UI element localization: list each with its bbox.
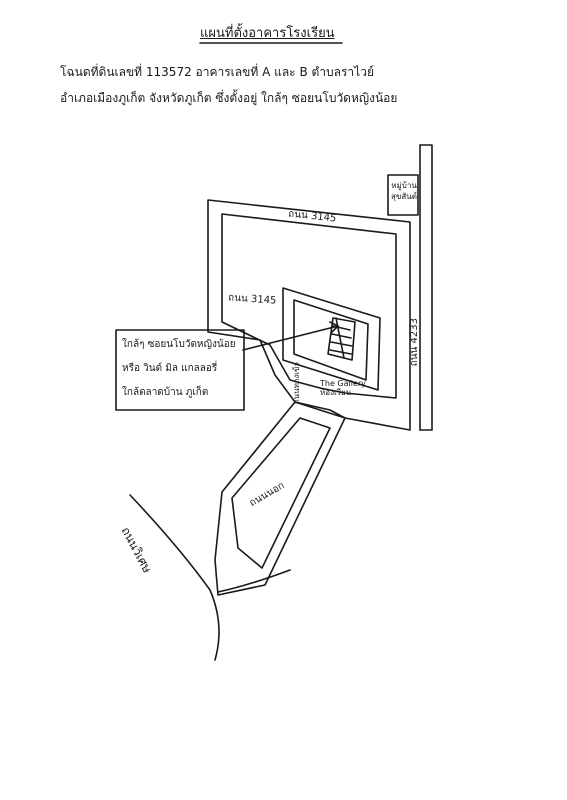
village-box <box>387 174 419 216</box>
main-road-left <box>129 494 220 661</box>
address-line-2: อำเภอเมืองภูเก็ต จังหวัดภูเก็ต ซึ่งตั้งอ… <box>60 91 398 105</box>
callout-line-1: ใกล้ๆ ซอยนโบวัดหญิงน้อย <box>122 339 236 350</box>
callout-line-3: ใกล้ตลาดบ้าน ภูเก็ต <box>122 387 209 398</box>
address-line-1: โฉนดที่ดินเลขที่ 113572 อาคารเลขที่ A แล… <box>60 65 374 79</box>
site-boundary-inner <box>221 213 397 399</box>
site-boundary-outer <box>207 199 411 431</box>
village-label: หมู่บ้าน สุขสันต์ <box>391 181 417 202</box>
right-road <box>419 144 433 431</box>
road-label-right: ถนน 4233 <box>409 318 420 367</box>
callout-box <box>115 329 245 411</box>
callout-arrowhead <box>329 321 339 333</box>
access-road-outer <box>214 401 346 596</box>
access-road-inner <box>231 417 331 569</box>
building-inner <box>293 299 369 381</box>
building-outer <box>282 287 381 391</box>
page-title: แผนที่ตั้งอาคารโรงเรียน <box>200 26 335 41</box>
main-road-right <box>217 569 291 593</box>
gallery-label: The Gallery ห้องเรียน <box>320 379 366 397</box>
target-plot <box>327 317 356 361</box>
callout-leader <box>242 325 339 351</box>
callout-line-2: หรือ วินด์ มิล แกลลอรี่ <box>122 363 218 374</box>
small-road-label: ถนนทางเข้า <box>292 362 301 405</box>
